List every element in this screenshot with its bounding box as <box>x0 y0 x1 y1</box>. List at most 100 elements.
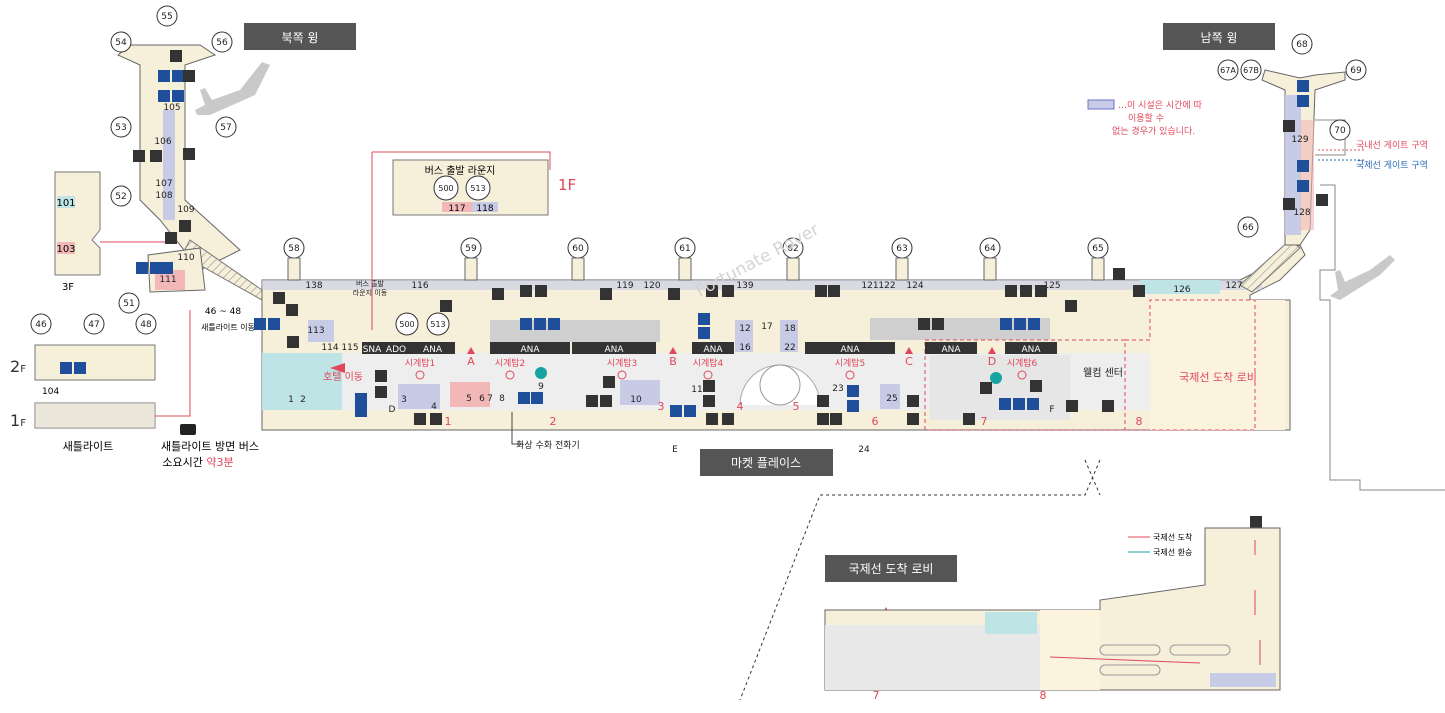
gate-label: 66 <box>1242 223 1254 233</box>
gate-label: 56 <box>216 38 228 48</box>
south-wing-label: 남쪽 윙 <box>1201 31 1238 45</box>
service-icon <box>1283 198 1295 210</box>
service-icon <box>830 413 842 425</box>
gate-68: 68 <box>1291 33 1313 55</box>
counter-letter: C <box>905 355 913 368</box>
north-wing-bar <box>244 23 356 50</box>
gate-label: 51 <box>123 299 134 309</box>
gate-label: 54 <box>115 38 127 48</box>
counter-label: ANA <box>840 345 860 355</box>
gate-label: 57 <box>220 123 231 133</box>
service-icon <box>980 382 992 394</box>
gate-label: 65 <box>1092 244 1103 254</box>
gate-63: 63 <box>891 237 913 259</box>
clock-tower-label: 시계탑3 <box>607 357 638 369</box>
room-number: 17 <box>761 322 772 332</box>
counter-arrow <box>988 347 996 354</box>
north-pier <box>117 44 263 301</box>
service-icon <box>440 300 452 312</box>
service-icon <box>600 288 612 300</box>
legend-international: 국제선 게이트 구역 <box>1356 160 1428 171</box>
gate-500: 500 <box>395 312 419 336</box>
gate-label: 513 <box>430 320 445 329</box>
service-icon <box>170 50 182 62</box>
service-icon <box>1316 194 1328 206</box>
floor-3f-block: 101 103 3F <box>54 171 165 293</box>
svg-text:101: 101 <box>56 198 75 209</box>
counter-label: SNA <box>363 345 382 355</box>
gate-69: 69 <box>1345 59 1367 81</box>
shop-label: D <box>389 405 396 415</box>
hotel-arrow-icon <box>330 363 345 373</box>
gate-58: 58 <box>283 237 305 259</box>
legend-text: 이용할 수 <box>1128 113 1164 124</box>
service-icon <box>430 413 442 425</box>
market-bar <box>700 449 833 476</box>
service-icon <box>1005 285 1017 297</box>
facility-icon <box>60 362 72 374</box>
gate-label: 513 <box>470 184 485 193</box>
gate-label: 48 <box>140 320 152 330</box>
gate-55: 55 <box>156 5 178 27</box>
inset-title: 국제선 도착 로비 <box>849 562 934 576</box>
service-icon <box>703 395 715 407</box>
service-icon <box>1113 268 1125 280</box>
shop-label: E <box>672 445 678 455</box>
gate-label: 52 <box>115 192 126 202</box>
gate-53: 53 <box>110 116 132 138</box>
facility-icon <box>548 318 560 330</box>
service-icon <box>603 376 615 388</box>
gate-label: 47 <box>88 320 99 330</box>
gate-51: 51 <box>118 292 140 314</box>
room-number: 111 <box>159 275 176 285</box>
facility-icon <box>684 405 696 417</box>
clock-tower-label: 시계탑6 <box>1007 357 1038 369</box>
facility-icon <box>158 70 170 82</box>
facility-icon <box>355 393 367 405</box>
service-icon <box>907 395 919 407</box>
counter-2: ANA <box>410 342 455 355</box>
entrance-number: 6 <box>872 415 879 428</box>
gate-56: 56 <box>211 31 233 53</box>
service-icon <box>133 150 145 162</box>
service-icon <box>1250 516 1262 528</box>
counter-arrow <box>467 347 475 354</box>
facility-icon <box>1028 318 1040 330</box>
entrance-number: 1 <box>445 415 452 428</box>
service-icon <box>1035 285 1047 297</box>
service-icon <box>907 413 919 425</box>
gate-59: 59 <box>460 237 482 259</box>
counter-7: ANA <box>925 342 977 355</box>
shop-label: F <box>1049 405 1054 415</box>
service-icon <box>520 285 532 297</box>
inset-entrance: 8 <box>1040 689 1047 702</box>
entrance-number: 4 <box>737 400 744 413</box>
satellite-move-label: 새틀라이트 이동 <box>201 322 255 332</box>
entrance-number: 3 <box>658 400 665 413</box>
clock-icon <box>415 370 425 380</box>
legend-text: 없는 경우가 있습니다. <box>1112 125 1195 137</box>
gate-label: 53 <box>115 123 126 133</box>
clock-icon <box>703 370 713 380</box>
entrance-number: 2 <box>550 415 557 428</box>
service-icon <box>165 232 177 244</box>
room-number: 119 <box>616 281 633 291</box>
main-concourse <box>261 244 1306 431</box>
gate-513: 513 <box>465 175 491 201</box>
facility-icon <box>74 362 86 374</box>
gate-500: 500 <box>433 175 459 201</box>
clock-icon <box>845 370 855 380</box>
gate-label: 59 <box>465 244 477 254</box>
gate-61: 61 <box>674 237 696 259</box>
satellite-gate-range: 46 ~ 48 <box>205 307 241 317</box>
clock-tower-label: 시계탑2 <box>495 357 526 369</box>
room-number: 108 <box>155 191 172 201</box>
room-number: 116 <box>411 281 428 291</box>
bus-lounge-move: 버스 출발 <box>356 279 385 288</box>
service-icon <box>815 285 827 297</box>
counter-0: SNA <box>362 342 382 355</box>
floor-1f-label: 1F <box>10 411 26 430</box>
room-number: 113 <box>307 326 324 336</box>
facility-icon <box>1297 80 1309 92</box>
service-icon <box>375 370 387 382</box>
